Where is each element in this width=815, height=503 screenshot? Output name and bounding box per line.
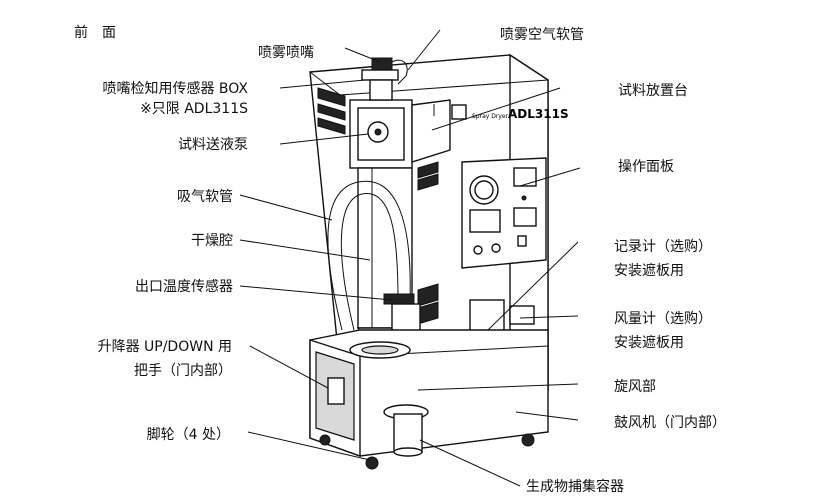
label-flowmeter-line1: 风量计（选购） xyxy=(614,311,712,327)
model-text: ADL311S xyxy=(508,107,569,121)
label-recorder-line1: 记录计（选购） xyxy=(614,239,712,255)
outlet-sensor-graphic xyxy=(383,293,415,305)
label-suction-hose: 吸气软管 xyxy=(177,189,233,205)
suction-hose xyxy=(327,180,411,331)
label-adl311s-only: ※只限 ADL311S xyxy=(140,101,248,117)
flowmeter-cover-plate xyxy=(509,305,535,325)
label-blower: 鼓风机（门内部） xyxy=(614,415,726,431)
label-casters: 脚轮（4 处） xyxy=(146,427,230,443)
collector-graphic xyxy=(383,404,429,457)
label-feed-pump: 试料送液泵 xyxy=(178,137,248,153)
label-flowmeter-line2: 安装遮板用 xyxy=(614,335,684,351)
leader-lines xyxy=(239,29,581,487)
label-cyclone: 旋风部 xyxy=(614,379,656,395)
door-handle xyxy=(327,377,345,405)
label-recorder-line2: 安装遮板用 xyxy=(614,263,684,279)
label-lift-line2: 把手（门内部） xyxy=(134,363,232,379)
label-drying-chamber: 干燥腔 xyxy=(191,233,233,249)
base-cabinet xyxy=(309,329,549,457)
label-collector: 生成物捕集容器 xyxy=(526,479,624,495)
page-title: 前 面 xyxy=(74,25,116,41)
label-control-panel: 操作面板 xyxy=(618,159,674,175)
label-nozzle: 喷雾喷嘴 xyxy=(258,45,314,61)
sample-stage xyxy=(411,99,451,163)
label-sample-stage: 试料放置台 xyxy=(618,83,688,99)
label-spray-air-hose: 喷雾空气软管 xyxy=(500,27,584,43)
side-vents xyxy=(317,87,439,325)
brand-text: Spray Dryer xyxy=(472,113,509,120)
label-outlet-temp-sensor: 出口温度传感器 xyxy=(135,279,233,295)
label-lift-line1: 升降器 UP/DOWN 用 xyxy=(97,339,232,355)
control-panel-graphic xyxy=(461,157,547,269)
nozzle-assembly xyxy=(361,57,408,101)
label-nozzle-sensor-box: 喷嘴检知用传感器 BOX xyxy=(102,81,248,97)
